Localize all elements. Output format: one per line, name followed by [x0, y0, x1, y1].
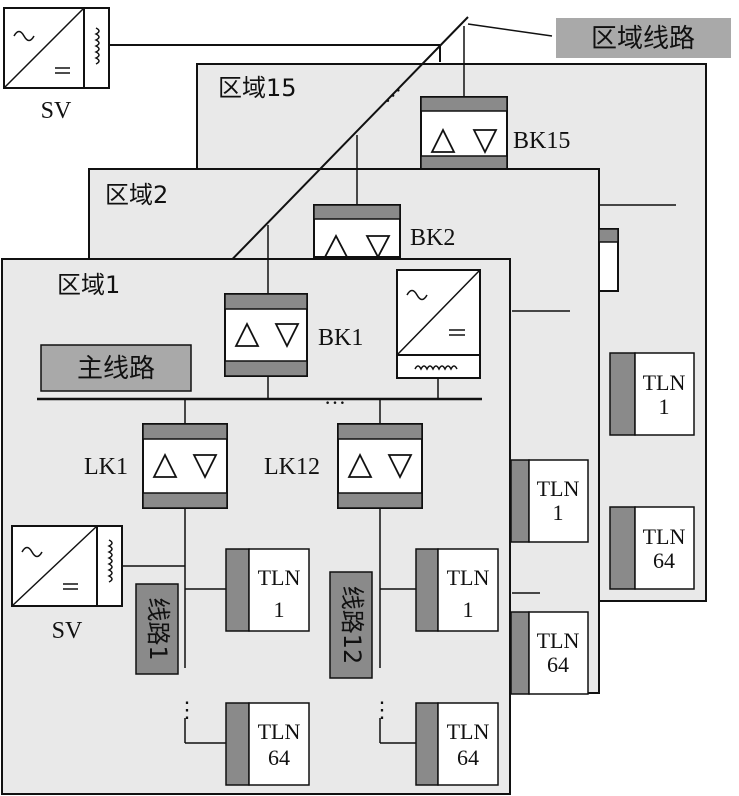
zone15-tln1-label: TLN — [643, 370, 686, 395]
line12-label-box — [329, 571, 373, 679]
line1-tln64-num: 64 — [268, 745, 290, 770]
main-line-text: 主线路 — [77, 354, 155, 384]
line1-label: 线路1 — [144, 597, 172, 660]
bk2-label: BK2 — [410, 225, 455, 251]
line1-tln64-label: TLN — [258, 719, 301, 744]
zone2-tln1-num: 1 — [553, 500, 564, 525]
coil-icon — [94, 27, 100, 65]
zone15-title: 区域15 — [218, 74, 297, 102]
zone15-tln64-label: TLN — [643, 524, 686, 549]
line1-tln1-label: TLN — [258, 565, 301, 590]
line12-tln64-module — [437, 702, 499, 786]
zone-bus-line — [214, 16, 469, 278]
main-line-label — [40, 344, 192, 392]
ac-icon — [13, 30, 35, 42]
zone15-tln64-num: 64 — [653, 548, 675, 573]
line12-tln1-module — [437, 548, 499, 632]
top-sv-label: SV — [41, 98, 72, 124]
zone2-tln1-label: TLN — [537, 476, 580, 501]
line12-tln64-num: 64 — [457, 745, 479, 770]
line12-label: 线路12 — [338, 586, 366, 665]
bk1-label: BK1 — [318, 325, 363, 351]
zone15-tln1-num: 1 — [659, 394, 670, 419]
lk1-label: LK1 — [84, 454, 128, 480]
lk12-label: LK12 — [264, 454, 320, 480]
zone2-tln1-module — [528, 459, 589, 543]
zone2-tln64-label: TLN — [537, 628, 580, 653]
line1-tln1-module — [248, 548, 310, 632]
line12-tln64-label: TLN — [447, 719, 490, 744]
zone15-tln64-module — [634, 506, 695, 590]
line1-label-box — [135, 583, 179, 675]
zone-line-label: 区域线路 — [556, 18, 731, 58]
line12-tln1-label: TLN — [447, 565, 490, 590]
top-sv-unit: SV — [3, 7, 110, 124]
zone2-tln64-module — [528, 611, 589, 695]
line12-tln1-num: 1 — [463, 597, 474, 622]
zone2-tln64-num: 64 — [547, 652, 569, 677]
zone1-title: 区域1 — [57, 271, 120, 299]
zone1-power-unit — [396, 269, 481, 379]
line1-tln1-num: 1 — [274, 597, 285, 622]
line1-tln64-module — [248, 702, 310, 786]
zone15-tln1-module — [634, 352, 695, 436]
line1-vdots: ⋮ — [176, 697, 198, 722]
lower-sv-unit — [11, 525, 123, 607]
line12-vdots: ⋮ — [371, 697, 393, 722]
zone-line-text: 区域线路 — [591, 24, 695, 54]
bk15-label: BK15 — [513, 128, 570, 154]
zone2-title: 区域2 — [105, 181, 168, 209]
lower-sv-label: SV — [52, 618, 83, 644]
zone1-panel: 区域1 BK1 主线路 … LK1 — [1, 225, 511, 795]
main-bus-dots: … — [324, 384, 346, 409]
